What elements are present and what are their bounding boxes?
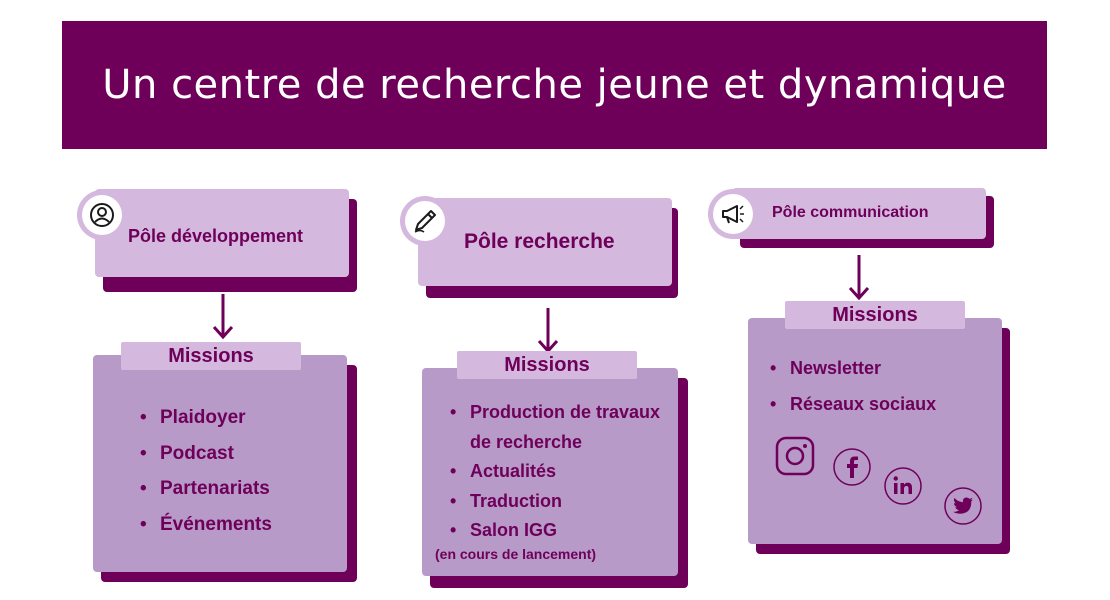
pole-communication-label: Pôle communication (772, 204, 929, 221)
megaphone-icon (722, 205, 744, 224)
list-item: Plaidoyer (136, 400, 272, 436)
arrow-down-communication (848, 255, 870, 301)
page-title: Un centre de recherche jeune et dynamiqu… (102, 62, 1007, 108)
missions-developpement-title: Missions (121, 342, 301, 370)
pole-communication-icon-circle (708, 189, 758, 239)
user-icon (90, 203, 114, 227)
title-banner: Un centre de recherche jeune et dynamiqu… (62, 21, 1047, 149)
list-item: Production de travaux de recherche (446, 398, 678, 457)
list-item: Salon IGG (446, 516, 678, 546)
list-item: Réseaux sociaux (766, 386, 936, 422)
facebook-icon[interactable] (832, 447, 872, 487)
arrow-down-developpement (212, 294, 234, 340)
list-item: Podcast (136, 436, 272, 472)
pole-communication-box (732, 188, 986, 239)
list-item: Actualités (446, 457, 678, 487)
missions-developpement-list: Plaidoyer Podcast Partenariats Événement… (136, 400, 272, 542)
twitter-icon[interactable] (943, 486, 983, 526)
arrow-down-recherche (537, 308, 559, 354)
pole-recherche-icon-circle (400, 196, 450, 246)
missions-recherche-list: Production de travaux de recherche Actua… (446, 398, 678, 546)
list-item: Événements (136, 507, 272, 543)
pole-developpement-icon-circle (77, 190, 127, 240)
pole-developpement-box (95, 189, 349, 277)
missions-communication-list: Newsletter Réseaux sociaux (766, 350, 936, 422)
pole-developpement-label: Pôle développement (128, 226, 304, 246)
missions-communication-title: Missions (785, 301, 965, 329)
missions-recherche-title: Missions (457, 351, 637, 379)
pen-icon (414, 210, 436, 233)
pole-recherche-label: Pôle recherche (464, 230, 615, 253)
instagram-icon[interactable] (775, 436, 815, 476)
list-item: Newsletter (766, 350, 936, 386)
linkedin-icon[interactable] (883, 466, 923, 506)
salon-igg-note: (en cours de lancement) (435, 546, 597, 562)
list-item: Traduction (446, 487, 678, 517)
list-item: Partenariats (136, 471, 272, 507)
pole-recherche-box (418, 198, 672, 286)
